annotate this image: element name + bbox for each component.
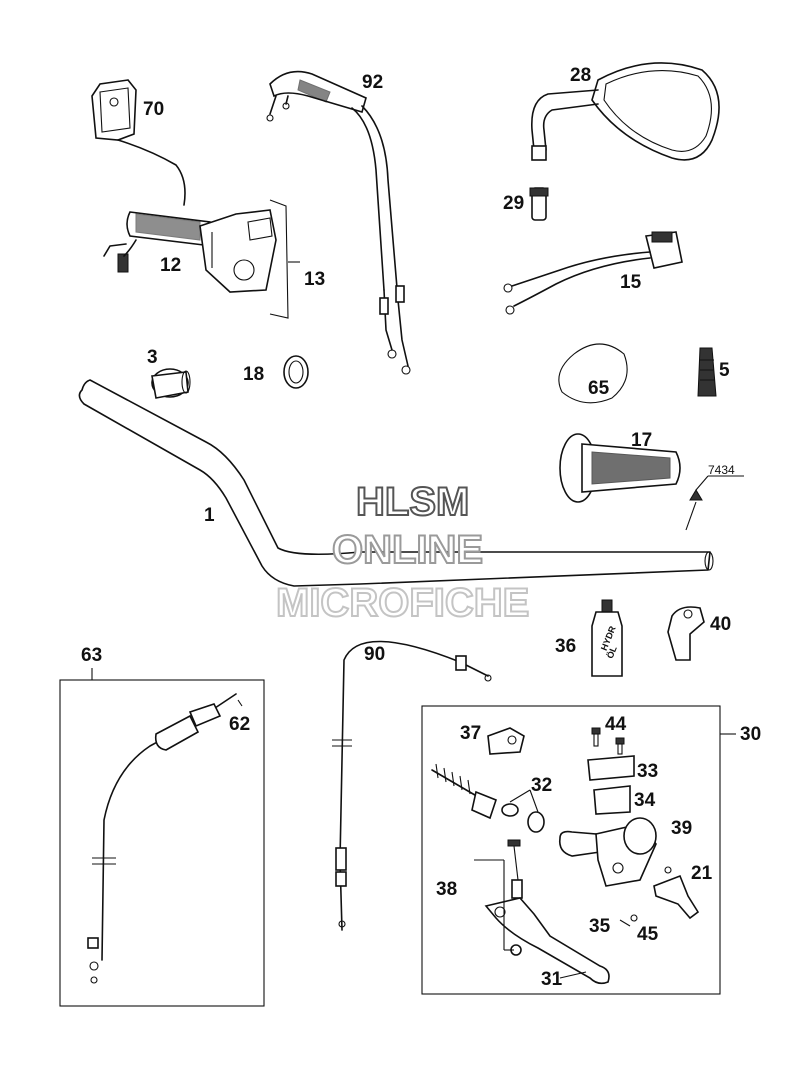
callout-37: 37: [460, 723, 482, 744]
callout-7434: 7434: [708, 463, 735, 477]
callout-32: 32: [531, 775, 553, 796]
callout-62: 62: [229, 714, 251, 735]
part-70-switch-housing: [91, 79, 186, 206]
callout-1: 1: [204, 505, 215, 526]
part-5-cap: [697, 347, 717, 397]
callout-40: 40: [710, 614, 732, 635]
part-29-mirror-adapter: [529, 187, 549, 221]
callout-92: 92: [362, 72, 384, 93]
callout-45: 45: [637, 924, 659, 945]
part-12-throttle-grip: [103, 211, 213, 273]
callout-29: 29: [503, 193, 525, 214]
box-30-brake-master-cylinder: [421, 705, 736, 995]
callout-39: 39: [671, 818, 693, 839]
callout-31: 31: [541, 969, 563, 990]
part-3-sleeve: [151, 368, 191, 399]
part-13-throttle-housing: [199, 199, 300, 319]
callout-3: 3: [147, 347, 158, 368]
callout-17: 17: [631, 430, 653, 451]
callout-38: 38: [436, 879, 458, 900]
callout-30: 30: [740, 724, 762, 745]
watermark-line1: HLSM: [355, 480, 470, 524]
part-90-cable: [332, 640, 492, 931]
part-1-handlebar: [78, 379, 714, 587]
part-40-clamp: [667, 606, 705, 661]
callout-15: 15: [620, 272, 642, 293]
part-65-film: [558, 343, 628, 404]
callout-5: 5: [719, 360, 730, 381]
part-28-mirror: [531, 62, 720, 161]
callout-36: 36: [555, 636, 577, 657]
callout-18: 18: [243, 364, 265, 385]
callout-12: 12: [160, 255, 182, 276]
callout-33: 33: [637, 761, 659, 782]
part-36-oil-bottle: [591, 599, 623, 677]
part-7434-plug: [685, 475, 744, 531]
part-17-left-grip: [559, 433, 681, 503]
callout-13: 13: [304, 269, 326, 290]
part-15-kill-switch: [503, 231, 683, 315]
callout-34: 34: [634, 790, 656, 811]
part-18-cable-tie: [283, 355, 309, 389]
part-92-throttle-cables: [266, 70, 411, 375]
watermark-line3: MICROFICHE: [275, 581, 530, 625]
callout-70: 70: [143, 99, 165, 120]
box-63-hot-start-cable: [59, 668, 265, 1007]
callout-35: 35: [589, 916, 611, 937]
callout-63: 63: [81, 645, 103, 666]
callout-90: 90: [364, 644, 386, 665]
callout-44: 44: [605, 714, 627, 735]
callout-21: 21: [691, 863, 713, 884]
callout-65: 65: [588, 378, 610, 399]
watermark-line2: ONLINE: [331, 528, 484, 572]
callout-28: 28: [570, 65, 592, 86]
